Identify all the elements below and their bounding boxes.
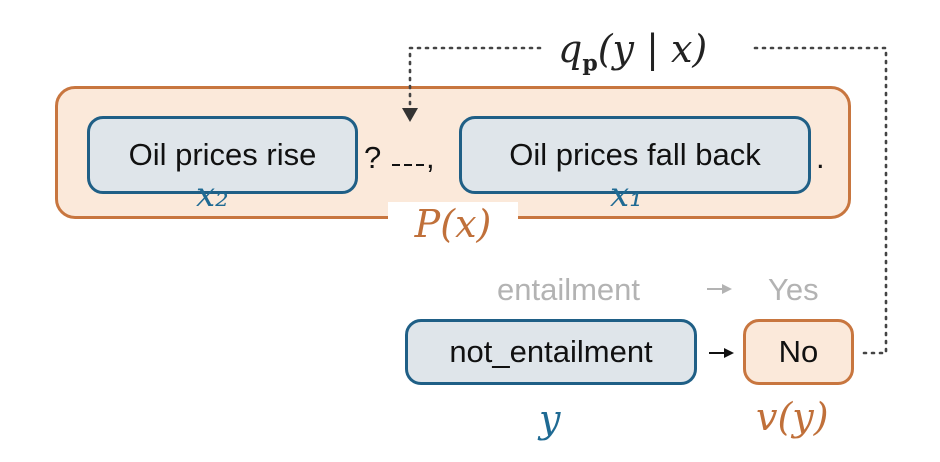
x2-text: Oil prices rise (128, 137, 317, 172)
pattern-symbol: P(x) (414, 202, 492, 246)
pattern-symbol-wrap: P(x) (388, 202, 518, 246)
query-arrowhead (402, 108, 418, 122)
label-symbol: y (539, 397, 561, 441)
dark-arrowhead (724, 348, 734, 358)
label-text: not_entailment (449, 334, 653, 369)
query-suffix: (y | x) (597, 27, 708, 71)
comma: , (426, 140, 435, 175)
x1-text-box: Oil prices fall back (459, 116, 811, 194)
answer-text: No (778, 334, 819, 369)
alt-answer: Yes (768, 272, 819, 307)
answer-box: No (743, 319, 854, 385)
x2-text-box: Oil prices rise (87, 116, 358, 194)
label-box: not_entailment (405, 319, 697, 385)
query-prefix: q (558, 27, 583, 71)
x1-symbol: x₁ (610, 175, 643, 215)
grey-arrowhead (722, 284, 732, 294)
period: . (816, 140, 825, 175)
question-mark: ? (364, 140, 382, 175)
x1-text: Oil prices fall back (509, 137, 761, 172)
query-dotted-path (408, 46, 888, 355)
alt-label: entailment (497, 272, 641, 307)
answer-symbol: v(y) (756, 395, 829, 439)
query-subscript: p (582, 50, 598, 77)
query-symbol: qp(y | x) (558, 30, 707, 75)
x2-symbol: x₂ (196, 175, 229, 215)
